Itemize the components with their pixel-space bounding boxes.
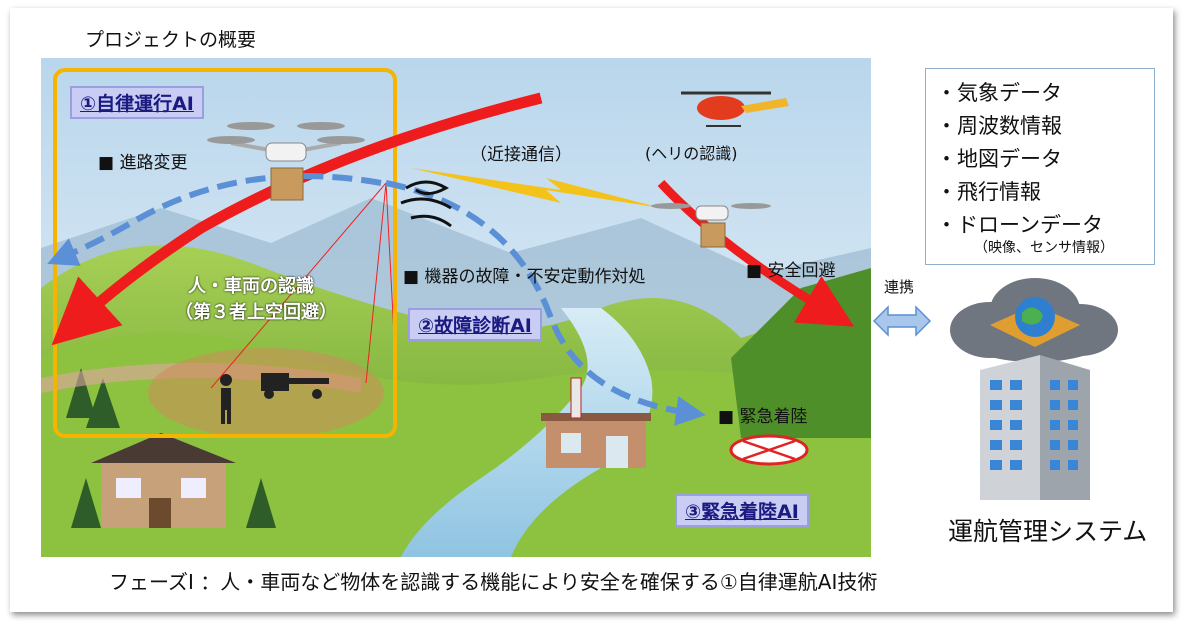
diagnosis-ai-label: ②故障診断AI [408,308,542,341]
data-item-weather: ・気象データ [936,81,1062,105]
link-label: 連携 [884,278,915,296]
data-item-map: ・地図データ [936,147,1062,171]
person-vehicle-label: 人・車両の認識 [188,276,314,297]
third-party-label: （第３者上空回避） [175,302,337,323]
emergency-landing-label: ■ 緊急着陸 [718,407,808,427]
data-list-box: ・気象データ ・周波数情報 ・地図データ ・飛行情報 ・ドローンデータ （映像、… [925,68,1155,265]
proximity-comm-label: （近接通信） [470,145,572,165]
data-item-frequency: ・周波数情報 [936,114,1062,138]
data-item-flight: ・飛行情報 [936,180,1041,204]
safe-avoid-label: ■ 安全回避 [746,261,836,281]
management-system-building-icon [950,278,1118,500]
route-change-label: ■ 進路変更 [98,153,188,173]
malfunction-label: ■ 機器の故障・不安定動作対処 [403,267,646,287]
autonomous-ai-label: ①自律運行AI [70,86,204,119]
heli-recognition-label: (ヘリの認識) [645,144,738,163]
scene-illustration [41,58,871,557]
double-arrow-icon [872,305,932,337]
phase-caption: フェーズⅠ ：人・車両など物体を認識する機能により安全を確保する①自律運航AI技… [109,570,878,594]
data-item-drone: ・ドローンデータ [936,213,1103,237]
overview-title: プロジェクトの概要 [85,29,257,51]
management-system-label: 運航管理システム [948,517,1148,546]
landing-ai-label: ③緊急着陸AI [675,494,809,527]
data-item-drone-sub: （映像、センサ情報） [974,240,1114,256]
